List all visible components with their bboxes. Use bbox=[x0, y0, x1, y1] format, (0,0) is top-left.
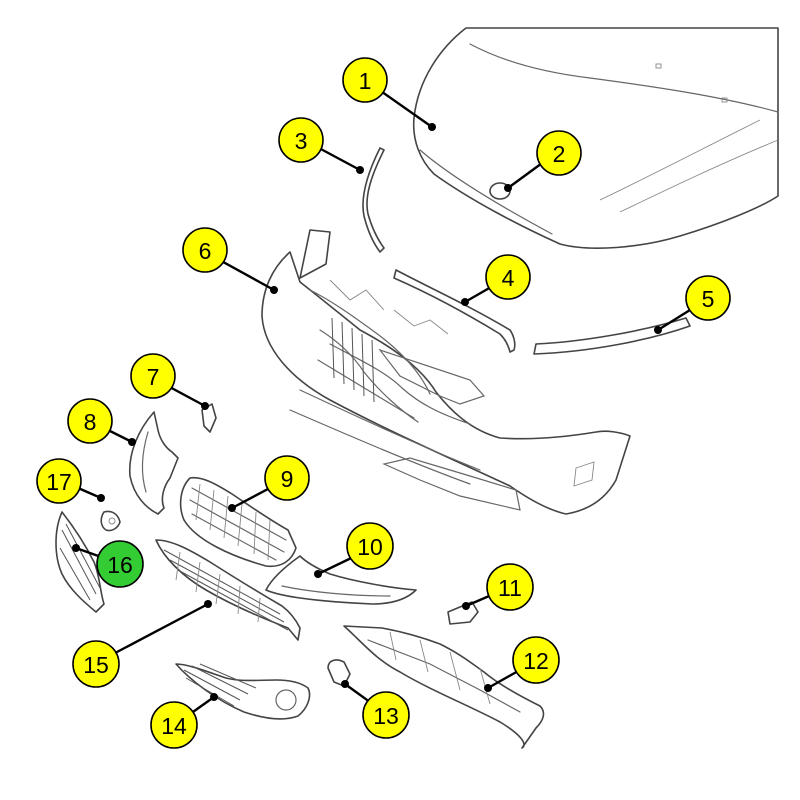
callout-label-10: 10 bbox=[357, 534, 383, 560]
callout-17: 17 bbox=[36, 458, 82, 504]
hood bbox=[412, 27, 779, 249]
callout-label-17: 17 bbox=[46, 469, 72, 495]
callout-label-3: 3 bbox=[295, 128, 308, 154]
fog-lamp-grille-left bbox=[55, 511, 105, 613]
callout-circle-14 bbox=[150, 701, 198, 749]
front-bumper bbox=[261, 229, 631, 515]
callout-label-9: 9 bbox=[281, 466, 294, 492]
headlight-trim-right bbox=[265, 555, 417, 605]
callout-6: 6 bbox=[182, 227, 228, 273]
callout-label-7: 7 bbox=[147, 364, 160, 390]
callout-4: 4 bbox=[485, 254, 531, 300]
retaining-clip bbox=[100, 510, 121, 532]
callout-15: 15 bbox=[72, 640, 120, 688]
hood-seal-left bbox=[362, 147, 385, 253]
callout-circle-4 bbox=[485, 254, 531, 300]
callout-3: 3 bbox=[278, 117, 324, 163]
callout-label-14: 14 bbox=[161, 713, 187, 739]
callout-circle-2 bbox=[536, 130, 582, 176]
callout-circle-1 bbox=[342, 57, 388, 103]
callout-circle-16 bbox=[96, 540, 144, 588]
callout-circle-12 bbox=[512, 636, 560, 684]
callout-circle-11 bbox=[486, 563, 534, 611]
callout-circle-10 bbox=[346, 522, 394, 570]
callout-label-13: 13 bbox=[373, 703, 399, 729]
callout-9: 9 bbox=[264, 455, 310, 501]
callout-label-15: 15 bbox=[83, 652, 109, 678]
clip bbox=[201, 403, 217, 433]
callout-label-12: 12 bbox=[523, 648, 549, 674]
underbody-shield bbox=[343, 625, 545, 749]
fog-lamp-grille-right bbox=[175, 663, 311, 720]
callout-7: 7 bbox=[130, 353, 176, 399]
hood-seal-right bbox=[533, 317, 691, 355]
callout-circle-5 bbox=[685, 275, 731, 321]
callout-label-6: 6 bbox=[199, 238, 212, 264]
callout-13: 13 bbox=[362, 691, 410, 739]
callout-5: 5 bbox=[685, 275, 731, 321]
callout-14: 14 bbox=[150, 701, 198, 749]
callout-label-1: 1 bbox=[359, 68, 372, 94]
callout-1: 1 bbox=[342, 57, 388, 103]
callout-label-16: 16 bbox=[107, 552, 133, 578]
callout-12: 12 bbox=[512, 636, 560, 684]
callout-label-4: 4 bbox=[502, 265, 515, 291]
callout-circle-6 bbox=[182, 227, 228, 273]
callout-circle-17 bbox=[36, 458, 82, 504]
callout-circle-15 bbox=[72, 640, 120, 688]
callout-11: 11 bbox=[486, 563, 534, 611]
callout-circle-8 bbox=[67, 398, 113, 444]
callout-8: 8 bbox=[67, 398, 113, 444]
callout-label-11: 11 bbox=[498, 575, 522, 601]
callout-16: 16 bbox=[96, 540, 144, 588]
radiator-grille bbox=[179, 476, 297, 568]
lower-grille bbox=[155, 539, 301, 641]
callout-label-8: 8 bbox=[84, 409, 97, 435]
callout-2: 2 bbox=[536, 130, 582, 176]
callout-circle-13 bbox=[362, 691, 410, 739]
headlight-trim-left bbox=[128, 411, 179, 515]
callout-circle-7 bbox=[130, 353, 176, 399]
callout-circle-9 bbox=[264, 455, 310, 501]
callout-label-5: 5 bbox=[702, 286, 715, 312]
callout-label-2: 2 bbox=[553, 141, 566, 167]
callout-circle-3 bbox=[278, 117, 324, 163]
callout-10: 10 bbox=[346, 522, 394, 570]
